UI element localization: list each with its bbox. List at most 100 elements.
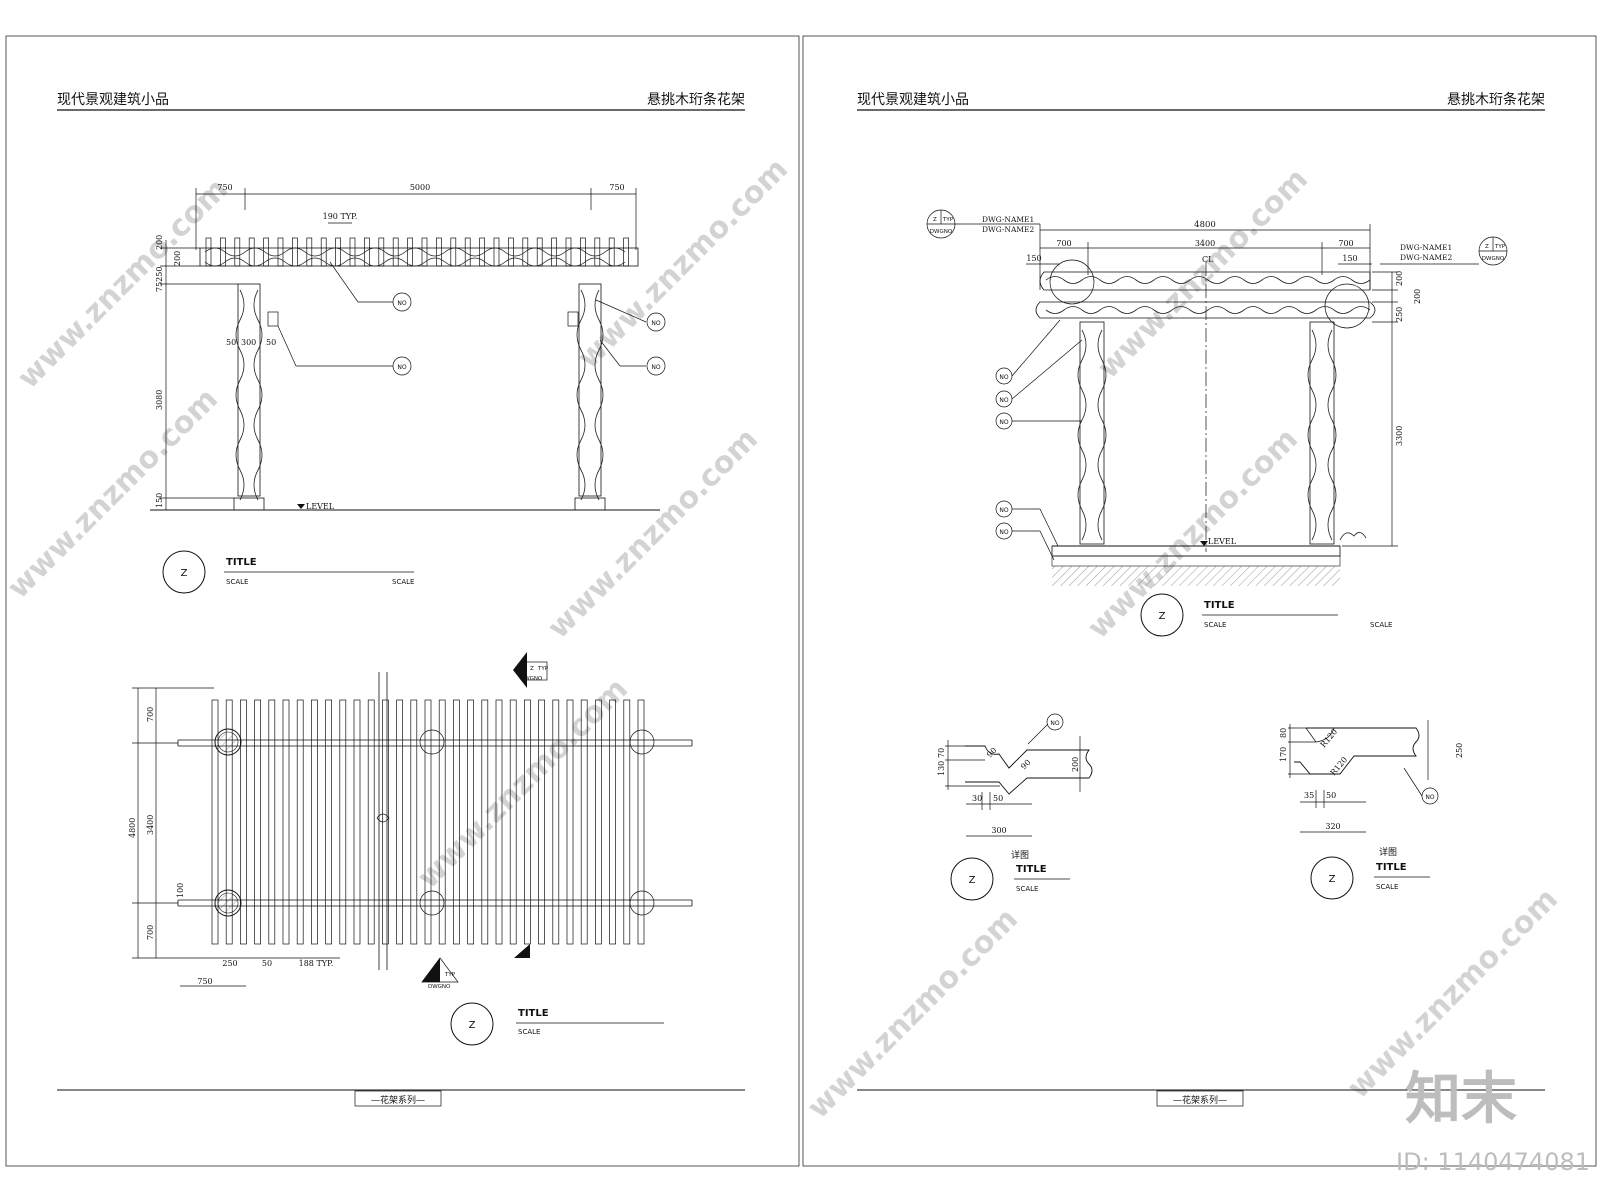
rafter — [248, 237, 255, 267]
svg-text:150: 150 — [1342, 254, 1357, 263]
watermark-text: www.znzmo.com — [571, 152, 795, 376]
detail-right: 80 170 R120 R120 250 35 50 320 NO 详图 Z T… — [1279, 720, 1464, 900]
title-block: Z TITLE SCALE — [450, 1002, 664, 1046]
svg-text:NO: NO — [999, 507, 1008, 514]
svg-text:DWGNO: DWGNO — [930, 229, 953, 235]
plan-rafter — [467, 699, 474, 945]
header-right-title: 悬挑木珩条花架 — [647, 91, 745, 108]
plan-rafter — [566, 699, 574, 945]
callout-tag: NO — [397, 364, 406, 371]
svg-text:SCALE: SCALE — [518, 1028, 540, 1036]
plan-rafter — [282, 699, 290, 945]
svg-text:50: 50 — [993, 794, 1003, 803]
rafter — [378, 237, 385, 267]
left-plan: Z TYP DWGNO Z TYP DWGNO 700 4800 3400 10… — [128, 652, 693, 990]
svg-text:DWGNO: DWGNO — [520, 676, 543, 682]
svg-text:100: 100 — [176, 883, 185, 898]
footer-label: —花架系列— — [1173, 1094, 1227, 1106]
watermark-text: www.znzmo.com — [1, 382, 225, 606]
plan-rafter — [268, 699, 276, 945]
dim-text: 50 — [226, 338, 236, 347]
rafter — [623, 237, 629, 267]
svg-text:250: 250 — [1455, 743, 1464, 758]
svg-text:700: 700 — [146, 707, 155, 722]
plan-rafter — [353, 699, 361, 945]
svg-text:3400: 3400 — [146, 815, 155, 835]
svg-text:150: 150 — [1026, 254, 1041, 263]
plan-rafter — [225, 699, 233, 945]
brand-logo: 知末 — [1405, 1067, 1517, 1132]
callout-tag: NO — [651, 364, 660, 371]
rafter — [551, 237, 557, 267]
right-elevation: Z TYP DWGNO DWG-NAME1 DWG-NAME2 Z TYP DW… — [926, 209, 1508, 586]
svg-text:200: 200 — [1395, 271, 1404, 286]
rafter — [263, 237, 269, 267]
svg-text:SCALE: SCALE — [1204, 621, 1226, 629]
dim-text: 300 — [241, 338, 256, 347]
svg-text:DWG-NAME1: DWG-NAME1 — [982, 215, 1034, 224]
dim-text: 200 — [173, 251, 182, 266]
svg-text:250: 250 — [1395, 307, 1404, 322]
rafter — [407, 237, 413, 267]
svg-text:Z: Z — [1329, 874, 1336, 885]
footer-label: —花架系列— — [371, 1094, 425, 1106]
plan-rafter — [609, 699, 616, 945]
title-block-symbol: Z — [181, 568, 188, 579]
plan-rafter — [367, 699, 375, 945]
plan-rafter — [211, 699, 219, 945]
plan-rafter — [623, 699, 631, 945]
dim-text: 750 — [609, 183, 624, 192]
plan-rafter — [410, 699, 418, 945]
svg-text:188 TYP.: 188 TYP. — [299, 959, 334, 968]
svg-text:Z: Z — [969, 875, 976, 886]
plan-rafter — [637, 699, 645, 945]
svg-text:Z: Z — [1159, 611, 1166, 622]
rafter — [493, 237, 500, 267]
title-block: Z TITLE SCALE SCALE — [162, 550, 414, 594]
svg-text:NO: NO — [999, 529, 1008, 536]
dim-text: 3080 — [155, 390, 164, 410]
plan-rafter — [552, 699, 560, 945]
plan-rafter — [538, 699, 545, 945]
sheet-border-right — [802, 35, 1597, 1167]
plan-rafter — [424, 699, 432, 945]
plan-rafter — [396, 699, 403, 945]
rafter — [205, 237, 212, 267]
rafter — [608, 237, 615, 267]
svg-text:Z: Z — [1485, 244, 1489, 250]
svg-text:TITLE: TITLE — [518, 1008, 549, 1019]
plan-rafter — [438, 699, 446, 945]
svg-text:320: 320 — [1325, 822, 1340, 831]
title-block-title: TITLE — [226, 557, 257, 568]
svg-text:DWG-NAME2: DWG-NAME2 — [1400, 253, 1453, 262]
header-left-title: 现代景观建筑小品 — [857, 92, 969, 108]
svg-text:3300: 3300 — [1395, 426, 1404, 446]
header-right-title: 悬挑木珩条花架 — [1447, 91, 1545, 108]
svg-text:4800: 4800 — [1194, 220, 1216, 230]
watermark-text: www.znzmo.com — [801, 902, 1025, 1126]
image-id-label: ID: 1140474081 — [1396, 1148, 1590, 1176]
svg-text:SCALE: SCALE — [1370, 621, 1392, 629]
svg-text:200: 200 — [1413, 289, 1422, 304]
rafter — [234, 237, 241, 267]
svg-text:700: 700 — [146, 925, 155, 940]
svg-text:Z: Z — [530, 666, 534, 672]
svg-text:Z: Z — [469, 1020, 476, 1031]
plan-rafter — [325, 699, 332, 945]
svg-text:130: 130 — [937, 761, 946, 776]
plan-rafter — [311, 699, 318, 945]
svg-text:Z: Z — [436, 972, 440, 978]
watermark-text: www.znzmo.com — [1091, 162, 1315, 386]
rafter — [436, 237, 442, 267]
svg-text:DWGNO: DWGNO — [428, 984, 451, 990]
rafter — [392, 237, 399, 267]
svg-text:CL: CL — [1202, 255, 1214, 264]
svg-text:SCALE: SCALE — [1016, 885, 1038, 893]
plan-rafter — [524, 699, 531, 945]
dim-text: 75250 — [155, 267, 164, 292]
svg-text:TITLE: TITLE — [1204, 600, 1235, 611]
watermark-layer: www.znzmo.com www.znzmo.com www.znzmo.co… — [1, 152, 1565, 1126]
svg-text:750: 750 — [197, 977, 212, 986]
rafter — [292, 237, 298, 267]
